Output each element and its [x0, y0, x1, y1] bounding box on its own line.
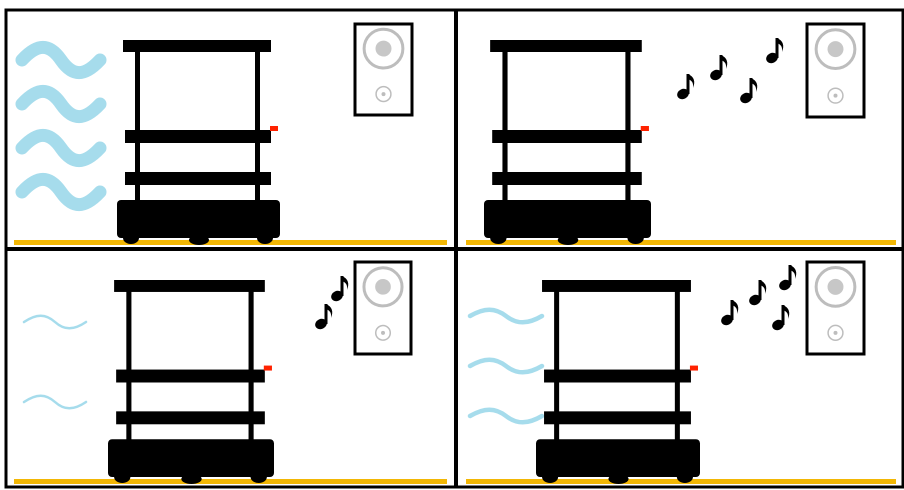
- speaker-tweeter-center: [834, 94, 838, 98]
- robot-wheel: [558, 235, 578, 245]
- robot-top-shelf: [123, 40, 271, 52]
- panel-top-left: [14, 24, 447, 245]
- robot-wheel: [114, 471, 130, 483]
- robot-wheel: [123, 232, 139, 244]
- robot-top-shelf: [490, 40, 642, 52]
- floor-line: [14, 479, 447, 484]
- robot-wheel: [251, 471, 267, 483]
- robot-wheel: [490, 232, 506, 244]
- speaker-tweeter-center: [381, 331, 385, 335]
- panel-top-right: [466, 24, 896, 245]
- panel-bottom-left: [14, 262, 447, 484]
- eighth-note-icon: [719, 300, 738, 327]
- robot-indicator-light: [690, 366, 698, 371]
- robot-base: [484, 200, 651, 238]
- robot-wheel: [608, 474, 628, 484]
- robot-cart-icon: [108, 280, 274, 484]
- robot-lower-shelf: [544, 411, 691, 424]
- speaker-tweeter-center: [834, 331, 838, 335]
- robot-cart-icon: [536, 280, 700, 484]
- speaker-woofer-center: [828, 41, 844, 57]
- loudspeaker-icon: [355, 262, 411, 354]
- wind-wave-icon: [24, 316, 86, 329]
- eighth-note-icon: [764, 38, 783, 65]
- robot-lower-shelf: [125, 172, 271, 185]
- robot-cart-icon: [484, 40, 651, 245]
- eighth-note-icon: [770, 305, 789, 332]
- robot-base: [108, 439, 274, 477]
- robot-base: [117, 200, 280, 238]
- robot-lower-shelf: [116, 411, 265, 424]
- wind-wave-icon: [22, 47, 100, 72]
- eighth-note-icon: [777, 265, 796, 292]
- robot-middle-shelf: [492, 130, 642, 143]
- robot-middle-shelf: [125, 130, 271, 143]
- speaker-tweeter-center: [382, 92, 386, 96]
- speaker-woofer-center: [375, 279, 391, 295]
- robot-wheel: [257, 232, 273, 244]
- robot-top-shelf: [114, 280, 265, 292]
- wind-wave-icon: [24, 396, 86, 409]
- eighth-note-icon: [675, 74, 694, 101]
- robot-cart-icon: [117, 40, 280, 245]
- robot-top-shelf: [542, 280, 691, 292]
- robot-wheel: [542, 471, 558, 483]
- robot-lower-shelf: [492, 172, 642, 185]
- robot-base: [536, 439, 700, 477]
- robot-wheel: [677, 471, 693, 483]
- wind-wave-icon: [470, 410, 542, 423]
- speaker-woofer-center: [376, 41, 392, 57]
- robot-indicator-light: [641, 126, 649, 131]
- robot-indicator-light: [270, 126, 278, 131]
- wind-wave-icon: [22, 179, 100, 204]
- robot-indicator-light: [264, 366, 272, 371]
- eighth-note-icon: [313, 304, 332, 331]
- speaker-woofer-center: [828, 279, 844, 295]
- eighth-note-icon: [708, 55, 727, 82]
- wind-wave-icon: [470, 310, 542, 323]
- robot-middle-shelf: [116, 370, 265, 383]
- panel-bottom-right: [466, 262, 896, 484]
- robot-wheel: [627, 232, 643, 244]
- loudspeaker-icon: [807, 262, 864, 354]
- floor-line: [466, 240, 896, 245]
- eighth-note-icon: [329, 276, 348, 303]
- wind-wave-icon: [22, 91, 100, 116]
- robot-middle-shelf: [544, 370, 691, 383]
- eighth-note-icon: [747, 280, 766, 307]
- robot-wheel: [181, 474, 201, 484]
- robot-wheel: [189, 235, 209, 245]
- eighth-note-icon: [738, 78, 757, 105]
- floor-line: [14, 240, 447, 245]
- loudspeaker-icon: [355, 24, 412, 115]
- loudspeaker-icon: [807, 24, 864, 117]
- wind-wave-icon: [470, 360, 542, 373]
- wind-wave-icon: [22, 135, 100, 160]
